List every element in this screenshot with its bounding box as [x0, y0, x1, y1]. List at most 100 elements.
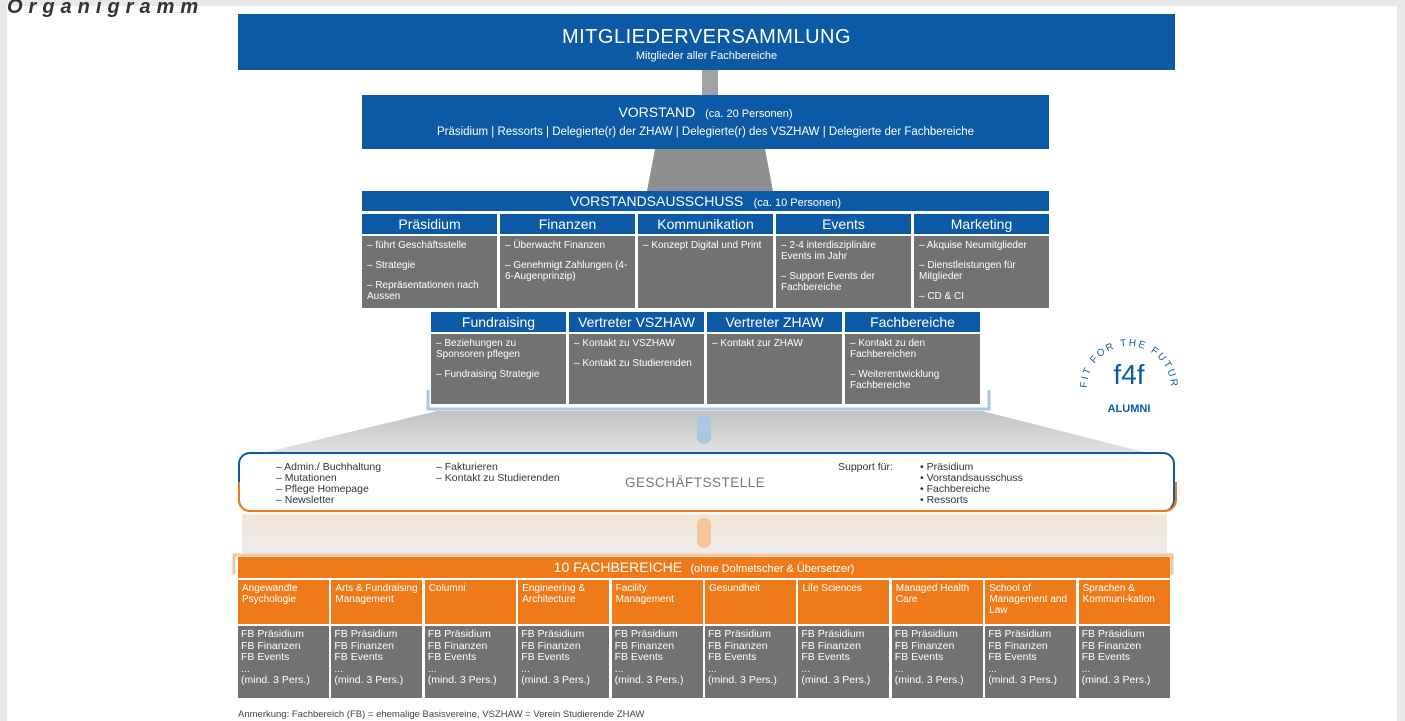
unit-tasks-events: – 2-4 interdisziplinäre Events im Jahr – … [776, 236, 911, 308]
bracket-orange [232, 553, 1174, 574]
unit-tasks-pr-sidium: – führt Geschäftsstelle– Strategie– Repr… [362, 236, 497, 308]
arrow-orange [697, 518, 711, 548]
task-item: – Strategie [367, 260, 416, 271]
gs-list-item: – Mutationen [276, 472, 337, 484]
fachbereich-name: Angewandte Psychologie [238, 580, 329, 624]
fachbereich-name: Life Sciences [798, 580, 890, 624]
fachbereich-name: Engineering & Architecture [518, 580, 610, 624]
task-item: – Kontakt zu Studierenden [574, 358, 692, 369]
unit-tasks-finanzen: – Überwacht Finanzen– Genehmigt Zahlunge… [500, 236, 635, 308]
vorstand-members: Präsidium | Ressorts | Delegierte(r) der… [436, 126, 975, 138]
gs-list-item: – Kontakt zu Studierenden [436, 472, 560, 484]
unit-header-kommunikation: Kommunikation [638, 214, 773, 234]
unit-header-fundraising: Fundraising [431, 312, 566, 332]
logo-alumni: ALUMNI [1108, 403, 1151, 415]
role-item: FB Präsidium [1081, 628, 1145, 640]
gs-list-item: – Pflege Homepage [276, 483, 369, 495]
role-item: FB Finanzen [614, 639, 675, 652]
gs-list-item: • Ressorts [920, 494, 969, 506]
role-item: FB Präsidium [521, 628, 585, 640]
ausschuss-title: VORSTANDSAUSSCHUSS [569, 193, 744, 209]
role-item: (mind. 3 Pers.) [334, 674, 404, 686]
fachbereiche-note: (ohne Dolmetscher & Übersetzer) [690, 563, 855, 575]
task-item: – führt Geschäftsstelle [367, 240, 467, 251]
role-item: FB Events [614, 651, 664, 663]
role-item: FB Präsidium [894, 628, 958, 640]
role-item: FB Finanzen [334, 639, 394, 652]
connector-vorstand-ausschuss [647, 149, 773, 191]
fachbereich-name: Gesundheit [705, 580, 796, 624]
task-item: – Kontakt zu den Fachbereichen [850, 338, 926, 360]
role-item: ... [894, 662, 904, 675]
role-item: (mind. 3 Pers.) [614, 674, 684, 686]
gs-col2: – Fakturieren– Kontakt zu Studierenden [436, 462, 560, 484]
unit-header-vertreter-zhaw: Vertreter ZHAW [707, 312, 842, 332]
role-item: FB Finanzen [1081, 639, 1142, 652]
role-item: FB Finanzen [988, 639, 1048, 652]
role-item: FB Events [894, 651, 944, 663]
role-item: FB Präsidium [241, 628, 305, 640]
role-item: FB Finanzen [708, 639, 768, 652]
task-item: – Kontakt zur ZHAW [712, 338, 803, 349]
bracket-blue [426, 390, 991, 411]
mv-box: MITGLIEDERVERSAMMLUNG Mitglieder aller F… [238, 14, 1175, 70]
gs-list-item: – Fakturieren [436, 461, 498, 473]
task-item: – Support Events der Fachbereiche [781, 271, 875, 293]
unit-tasks-vertreter-zhaw: – Kontakt zur ZHAW [707, 334, 842, 404]
role-item: ... [427, 662, 437, 675]
role-item: FB Events [708, 651, 757, 663]
role-item: FB Events [521, 651, 570, 663]
role-item: (mind. 3 Pers.) [988, 674, 1058, 686]
fachbereich-name: Managed Health Care [891, 580, 983, 624]
gs-title: GESCHÄFTSSTELLE [625, 475, 766, 490]
role-item: (mind. 3 Pers.) [894, 674, 964, 686]
role-item: (mind. 3 Pers.) [521, 674, 591, 686]
org-chart-canvas: Organigramm MITGLIEDERVERSAMMLUNG Mitgli… [7, 0, 1397, 721]
unit-tasks-fundraising: – Beziehungen zu Sponsoren pflegen – Fund… [431, 334, 566, 404]
task-item: – Fundraising Strategie [436, 369, 540, 380]
vorstand-box: VORSTAND (ca. 20 Personen) Präsidium | R… [362, 95, 1049, 149]
task-item: – 2-4 interdisziplinäre Events im Jahr [781, 240, 877, 262]
f4f-logo: FIT FOR THE FUTURE f4f ALUMNI [1063, 318, 1187, 416]
role-item: ... [614, 662, 624, 675]
gs-list-item: • Vorstandsausschuss [920, 472, 1023, 484]
unit-tasks-kommunikation: – Konzept Digital und Print [638, 236, 773, 308]
role-item: FB Events [801, 651, 850, 663]
unit-header-vertreter-vszhaw: Vertreter VSZHAW [569, 312, 704, 332]
unit-tasks-fachbereiche: – Kontakt zu den Fachbereichen– Weiteren… [845, 334, 980, 404]
task-item: – Dienstleistungen für Mitglieder [919, 260, 1016, 282]
role-item: FB Finanzen [427, 639, 488, 652]
unit-header-fachbereiche: Fachbereiche [845, 312, 980, 332]
mv-title: MITGLIEDERVERSAMMLUNG [561, 26, 852, 48]
task-item: – Überwacht Finanzen [505, 240, 606, 251]
logo-graphic: FIT FOR THE FUTURE f4f ALUMNI [1063, 318, 1178, 415]
fachbereich-name: Facility Management [611, 580, 703, 624]
connector-shapes [232, 70, 1174, 574]
role-item: FB Präsidium [708, 628, 772, 640]
role-item: FB Finanzen [801, 639, 861, 652]
fachbereich-name: Sprachen & Kommuni-kation [1078, 580, 1170, 624]
unit-tasks-marketing: – Akquise Neumitglieder– Dienstleistunge… [914, 236, 1049, 308]
fachbereiche-title: 10 FACHBEREICHE [553, 559, 683, 575]
role-item: ... [1081, 662, 1091, 675]
cutoff-title: Organigramm [7, 0, 205, 18]
gs-support-list: • Präsidium• Vorstandsausschuss• Fachber… [920, 462, 1023, 506]
task-item: – CD & CI [919, 291, 965, 302]
vorstand-count: (ca. 20 Personen) [705, 108, 793, 120]
role-item: FB Präsidium [334, 628, 398, 640]
role-item: FB Events [1081, 651, 1131, 663]
gs-list-item: • Fachbereiche [920, 483, 991, 495]
task-item: – Beziehungen zu Sponsoren pflegen [436, 338, 520, 360]
unit-header-finanzen: Finanzen [500, 214, 635, 234]
role-item: FB Finanzen [894, 639, 955, 652]
role-item: FB Präsidium [988, 628, 1052, 640]
footnote: Anmerkung: Fachbereich (FB) = ehemalige … [238, 709, 645, 720]
role-item: ... [334, 662, 344, 675]
unit-header-pr-sidium: Präsidium [362, 214, 497, 234]
role-item: ... [988, 662, 997, 675]
connector-mv-vorstand [702, 70, 718, 95]
